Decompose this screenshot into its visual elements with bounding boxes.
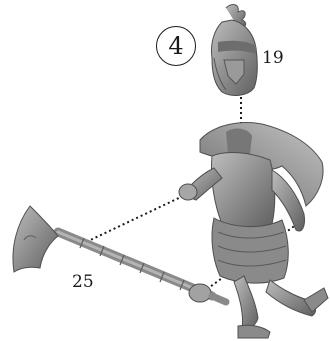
part-label-helmet: 19 <box>262 48 284 68</box>
axe-part <box>13 206 226 302</box>
axe-to-right-hand-connector <box>82 196 183 244</box>
helmet-part <box>211 5 257 96</box>
warrior-body <box>179 123 328 338</box>
step-number-badge: 4 <box>156 26 196 66</box>
part-label-axe: 25 <box>72 272 94 292</box>
